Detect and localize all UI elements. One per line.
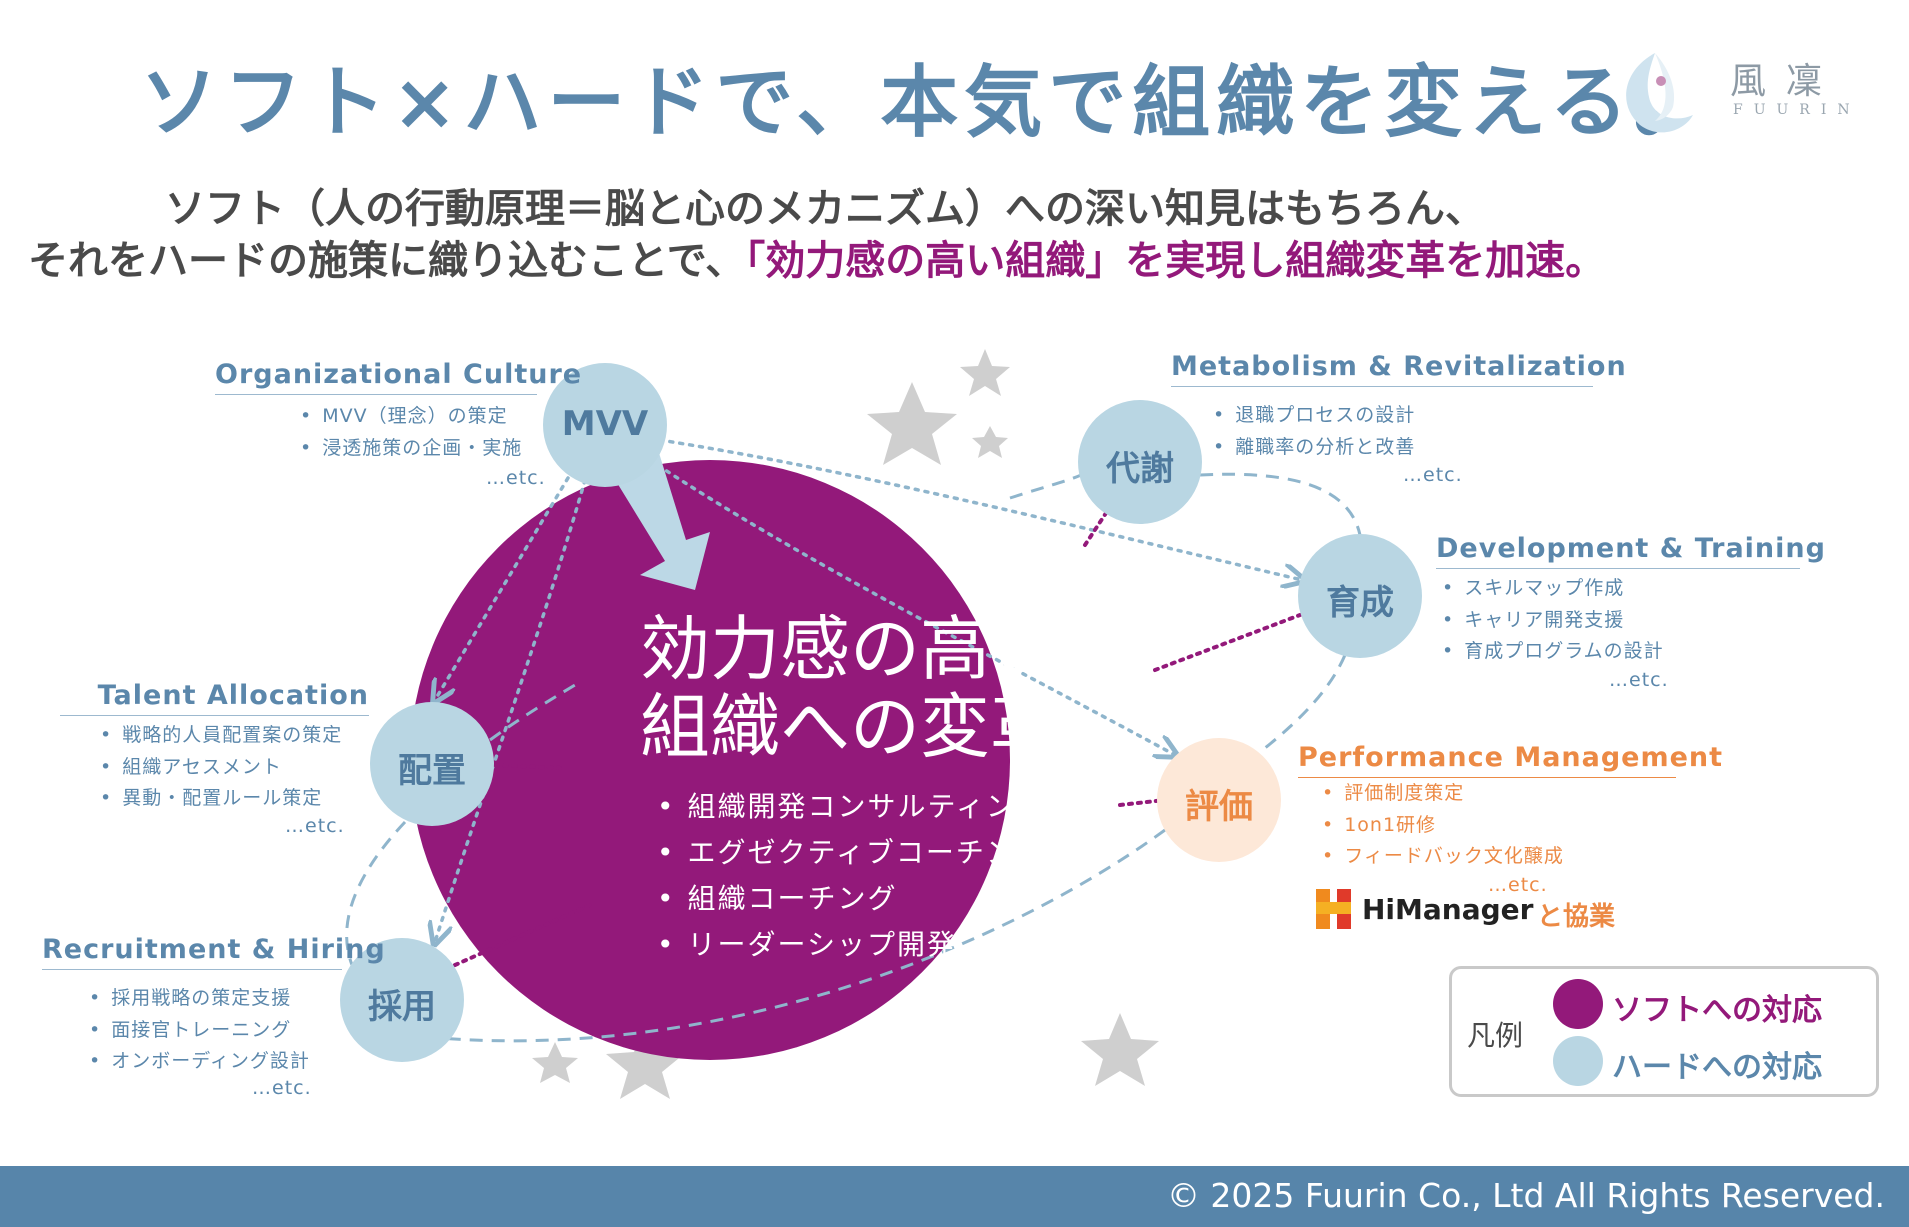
subtitle-line-2: それをハードの施策に織り込むことで、「効力感の高い組織」を実現し組織変革を加速。 [28, 228, 1605, 286]
legend-box [1449, 966, 1879, 1097]
section-talent-title: Talent Allocation [60, 680, 369, 716]
center-service-item: 組織コーチング [657, 877, 1046, 923]
node-ikusei-label: 育成 [1326, 583, 1394, 623]
node-ikusei-circle [1298, 534, 1422, 658]
section-metabolism-etc: …etc. [1403, 464, 1463, 486]
list-item: 組織アセスメント [100, 752, 342, 784]
section-development-list: スキルマップ作成 キャリア開発支援 育成プログラムの設計 [1442, 573, 1664, 668]
node-saiyo-circle [340, 938, 464, 1062]
list-item: 離職率の分析と改善 [1213, 432, 1415, 464]
node-taisha-circle [1078, 400, 1202, 524]
section-performance-title: Performance Management [1298, 742, 1722, 778]
center-title-line-2: 組織への変革 [640, 686, 1060, 768]
himanager-icon [1316, 889, 1351, 929]
center-title: 効力感の高い 組織への変革 [640, 610, 1060, 766]
section-performance-etc: …etc. [1488, 874, 1548, 896]
list-item: キャリア開発支援 [1442, 605, 1664, 637]
section-recruitment-list: 採用戦略の策定支援 面接官トレーニング オンボーディング設計 [89, 983, 310, 1078]
list-item: 異動・配置ルール策定 [100, 783, 342, 815]
node-mvv-label: MVV [561, 404, 649, 444]
page-title: ソフト×ハードで、本気で組織を変える。 [140, 58, 1718, 148]
list-item: スキルマップ作成 [1442, 573, 1664, 605]
section-metabolism-list: 退職プロセスの設計 離職率の分析と改善 [1213, 400, 1415, 463]
section-culture-title: Organizational Culture [215, 359, 581, 395]
section-talent-etc: …etc. [285, 815, 345, 837]
list-item: オンボーディング設計 [89, 1046, 310, 1078]
list-item: 評価制度策定 [1322, 778, 1564, 810]
legend-hard-label: ハードへの対応 [1612, 1050, 1822, 1085]
footer-bar [0, 1166, 1909, 1227]
list-item: フィードバック文化醸成 [1322, 841, 1564, 873]
list-item: 浸透施策の企画・実施 [300, 433, 522, 465]
list-item: MVV（理念）の策定 [300, 401, 522, 433]
logo-name: 風凜 [1730, 61, 1843, 102]
node-saiyo-label: 採用 [368, 987, 436, 1027]
list-item: 採用戦略の策定支援 [89, 983, 310, 1015]
list-item: 戦略的人員配置案の策定 [100, 720, 342, 752]
node-hyoka-circle [1157, 738, 1281, 862]
section-recruitment-title: Recruitment & Hiring [42, 934, 385, 970]
subtitle-line-1: ソフト（人の行動原理＝脳と心のメカニズム）への深い知見はもちろん、 [165, 186, 1485, 232]
decorative-stars-icon [532, 349, 1159, 1099]
node-taisha-label: 代謝 [1106, 449, 1174, 489]
section-culture-etc: …etc. [486, 467, 546, 489]
legend-title: 凡例 [1467, 1019, 1524, 1052]
center-title-line-1: 効力感の高い [640, 608, 1060, 690]
section-culture-list: MVV（理念）の策定 浸透施策の企画・実施 [300, 401, 522, 464]
subtitle-line-2-prefix: それをハードの施策に織り込むことで、 [28, 238, 746, 284]
logo-roman: FUURIN [1733, 102, 1861, 118]
section-metabolism-title: Metabolism & Revitalization [1171, 351, 1626, 387]
node-haichi-circle [370, 702, 494, 826]
footer-copyright: © 2025 Fuurin Co., Ltd All Rights Reserv… [1166, 1176, 1885, 1215]
section-talent-list: 戦略的人員配置案の策定 組織アセスメント 異動・配置ルール策定 [100, 720, 342, 815]
fuurin-logo-icon [1626, 53, 1693, 133]
list-item: 面接官トレーニング [89, 1015, 310, 1047]
center-service-item: リーダーシップ開発 [657, 923, 1046, 969]
section-development-title: Development & Training [1436, 533, 1825, 569]
list-item: 育成プログラムの設計 [1442, 636, 1664, 668]
partner-name: HiManager [1362, 893, 1534, 926]
node-haichi-label: 配置 [398, 751, 466, 791]
section-recruitment-etc: …etc. [252, 1077, 312, 1099]
subtitle-line-2-highlight: 「効力感の高い組織」を実現し組織変革を加速。 [745, 238, 1606, 284]
section-performance-list: 評価制度策定 1on1研修 フィードバック文化醸成 [1322, 778, 1564, 873]
hard-connections [345, 468, 1362, 1043]
list-item: 1on1研修 [1322, 810, 1564, 842]
node-hyoka-label: 評価 [1185, 787, 1253, 827]
center-etc: …etc. [967, 972, 1048, 1005]
center-service-list: 組織開発コンサルティング エグゼクティブコーチング 組織コーチング リーダーシッ… [657, 785, 1046, 969]
center-service-item: エグゼクティブコーチング [657, 831, 1046, 877]
legend-soft-dot [1553, 979, 1603, 1029]
legend-soft-label: ソフトへの対応 [1612, 993, 1822, 1028]
legend-hard-dot [1553, 1036, 1603, 1086]
partner-collab: と協業 [1537, 902, 1616, 932]
center-service-item: 組織開発コンサルティング [657, 785, 1046, 831]
section-development-etc: …etc. [1609, 669, 1669, 691]
node-mvv-circle [543, 363, 667, 487]
mvv-connections [435, 438, 1302, 942]
list-item: 退職プロセスの設計 [1213, 400, 1415, 432]
